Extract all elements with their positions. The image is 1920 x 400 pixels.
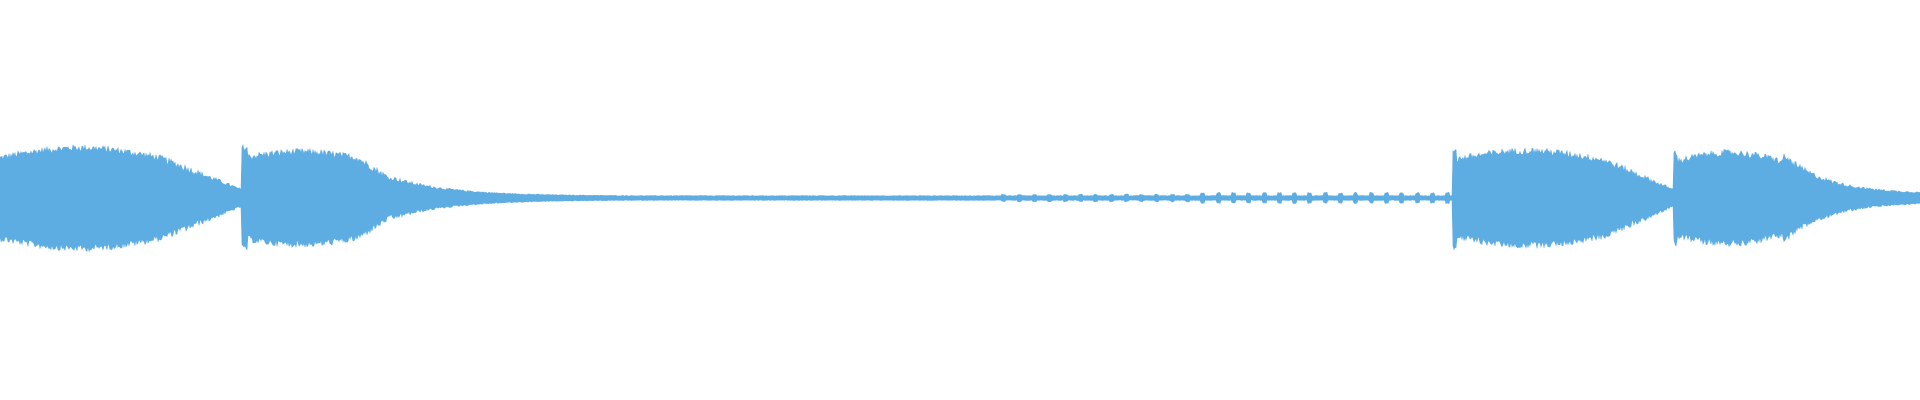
waveform-envelope [0, 143, 1920, 253]
